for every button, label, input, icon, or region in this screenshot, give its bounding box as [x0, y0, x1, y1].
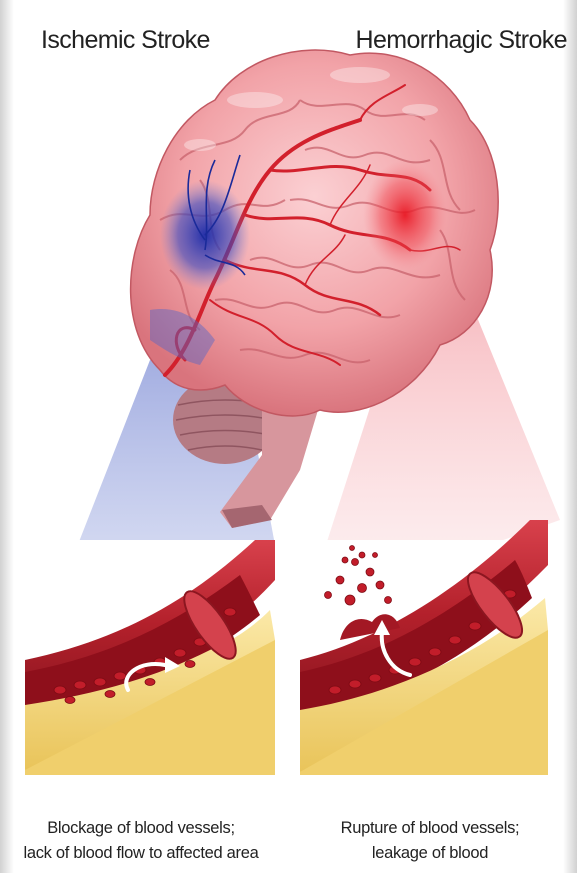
hemorrhagic-stroke-title: Hemorrhagic Stroke — [355, 26, 567, 55]
ischemic-caption-line2: lack of blood flow to affected area — [6, 841, 276, 866]
hemorrhagic-caption-line2: leakage of blood — [300, 841, 560, 866]
ischemic-stroke-title: Ischemic Stroke — [41, 26, 210, 55]
ischemic-caption-line1: Blockage of blood vessels; — [6, 816, 276, 841]
ischemic-caption: Blockage of blood vessels; lack of blood… — [6, 816, 276, 866]
ischemic-vessel-panel — [25, 540, 277, 775]
hemorrhagic-caption-line1: Rupture of blood vessels; — [300, 816, 560, 841]
hemorrhagic-region — [363, 160, 447, 270]
hemorrhagic-vessel-panel — [300, 520, 548, 775]
hemorrhagic-caption: Rupture of blood vessels; leakage of blo… — [300, 816, 560, 866]
